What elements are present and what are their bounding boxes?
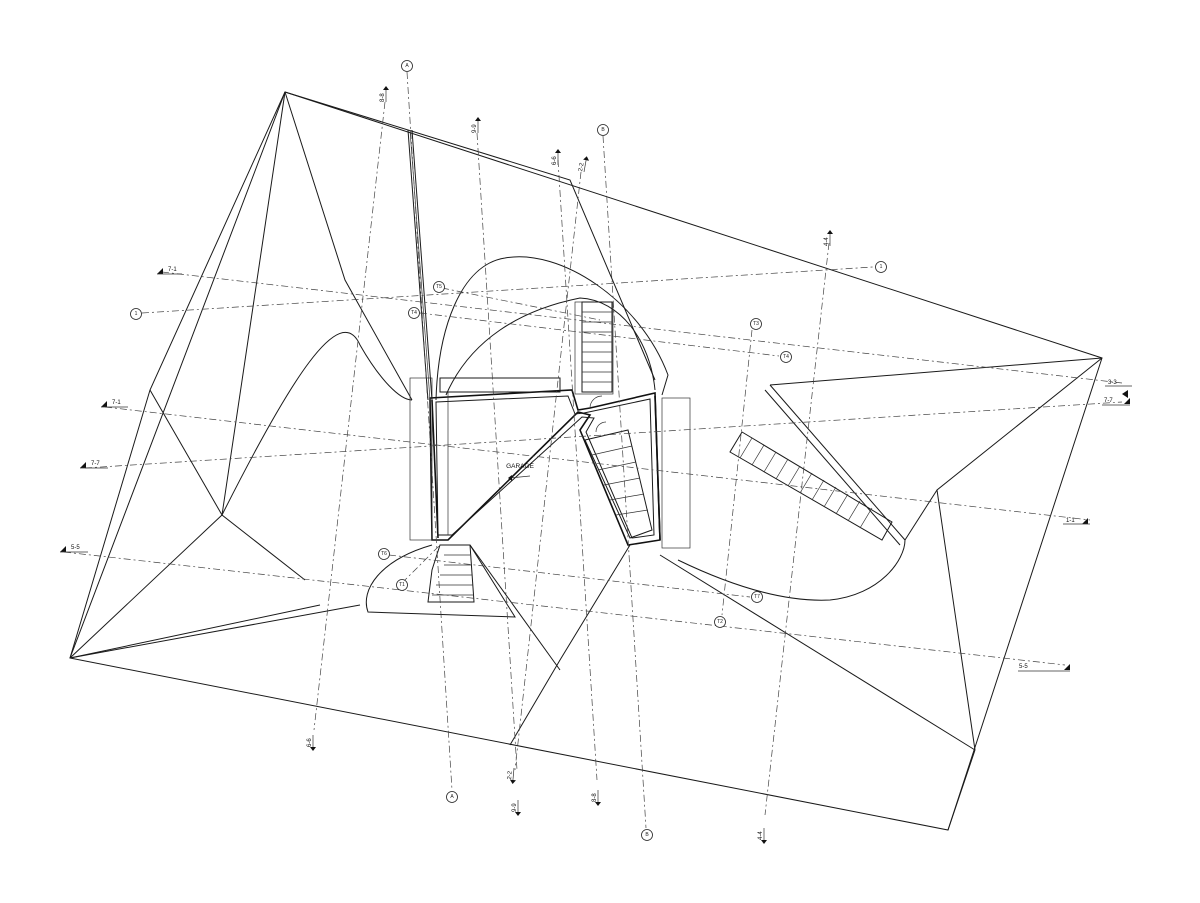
grid-bubble: B — [597, 124, 609, 136]
grid-bubbles: A B 1 1 T3 T4 T4 T5 T6 T1 T2 T7 A B — [130, 60, 887, 841]
section-marker: 9-9 — [472, 117, 481, 133]
section-label: 7-7 — [1104, 398, 1113, 404]
grid-bubble: T3 — [750, 318, 762, 330]
grid-bubble-label: T3 — [753, 321, 759, 327]
garage-label-group: GARAGE — [506, 463, 535, 481]
roof-outline — [69, 91, 1103, 831]
grid-bubble: T4 — [780, 351, 792, 363]
section-label: 3-3 — [1108, 380, 1117, 386]
section-marker: 9-9 — [512, 800, 521, 816]
section-marker: 4-4 — [824, 230, 833, 246]
section-label: 4-4 — [824, 237, 830, 246]
section-marker: 2-2 — [507, 767, 516, 784]
grid-bubble-label: A — [450, 794, 454, 800]
section-marker: 5-5 — [1018, 664, 1070, 672]
section-label: 5-5 — [1019, 664, 1028, 670]
grid-bubble: T7 — [751, 591, 763, 603]
terrace-curves — [365, 256, 906, 618]
grid-bubble: 1 — [875, 261, 887, 273]
section-label: 7-1 — [168, 267, 177, 273]
section-label: 2-2 — [578, 162, 586, 172]
grid-bubble: A — [401, 60, 413, 72]
section-marker: 6-6 — [552, 149, 561, 165]
grid-bubble-label: 1 — [880, 264, 883, 270]
section-marker: 2-2 — [578, 156, 590, 173]
section-label: 2-2 — [507, 770, 514, 780]
grid-bubble: T1 — [396, 579, 408, 591]
grid-bubble-label: T4 — [783, 354, 789, 360]
section-markers: 7-1 7-1 7-7 5-5 3-3 7-7 — [60, 86, 1132, 844]
section-marker: 7-7 — [80, 461, 108, 469]
grid-bubble-label: T4 — [411, 310, 417, 316]
grid-bubble-label: A — [405, 63, 409, 69]
section-label: 6-6 — [307, 738, 313, 747]
grid-bubble-label: B — [645, 832, 649, 838]
section-marker: 7-1 — [157, 267, 182, 275]
grid-bubble-label: B — [601, 127, 605, 133]
section-label: 5-5 — [71, 545, 80, 551]
section-label: 6-6 — [552, 156, 558, 165]
section-marker: 1-1 — [1063, 518, 1090, 525]
grid-bubble-label: T5 — [436, 284, 442, 290]
grid-bubble: T4 — [408, 307, 420, 319]
garage-footprint — [407, 129, 893, 603]
section-marker: 3-3 — [1105, 380, 1132, 398]
section-marker: 8-8 — [592, 790, 601, 806]
section-label: 7-1 — [112, 400, 121, 406]
grid-bubble-label: T7 — [754, 594, 760, 600]
section-marker: 5-5 — [60, 545, 88, 553]
grid-bubble: 1 — [130, 308, 142, 320]
section-label: 4-4 — [758, 831, 764, 840]
grid-bubble-label: T1 — [399, 582, 405, 588]
section-marker: 8-8 — [380, 86, 389, 102]
section-label: 8-8 — [380, 93, 386, 102]
gridlines — [63, 71, 1123, 829]
section-label: 9-9 — [472, 124, 478, 133]
grid-bubble: T6 — [378, 548, 390, 560]
grid-bubble-label: T2 — [717, 619, 723, 625]
section-marker: 7-7 — [1102, 398, 1130, 406]
section-label: 8-8 — [592, 793, 598, 802]
grid-bubble-label: T6 — [381, 551, 387, 557]
section-marker: 6-6 — [307, 735, 316, 751]
grid-bubble: T2 — [714, 616, 726, 628]
grid-bubble: B — [641, 829, 653, 841]
section-label: 1-1 — [1066, 518, 1075, 524]
grid-bubble: A — [446, 791, 458, 803]
section-label: 7-7 — [91, 461, 100, 467]
room-label-garage: GARAGE — [506, 463, 534, 470]
grid-bubble: T5 — [433, 281, 445, 293]
section-marker: 4-4 — [758, 828, 767, 844]
section-label: 9-9 — [512, 803, 518, 812]
section-marker: 7-1 — [101, 400, 128, 408]
grid-bubble-label: 1 — [135, 311, 138, 317]
